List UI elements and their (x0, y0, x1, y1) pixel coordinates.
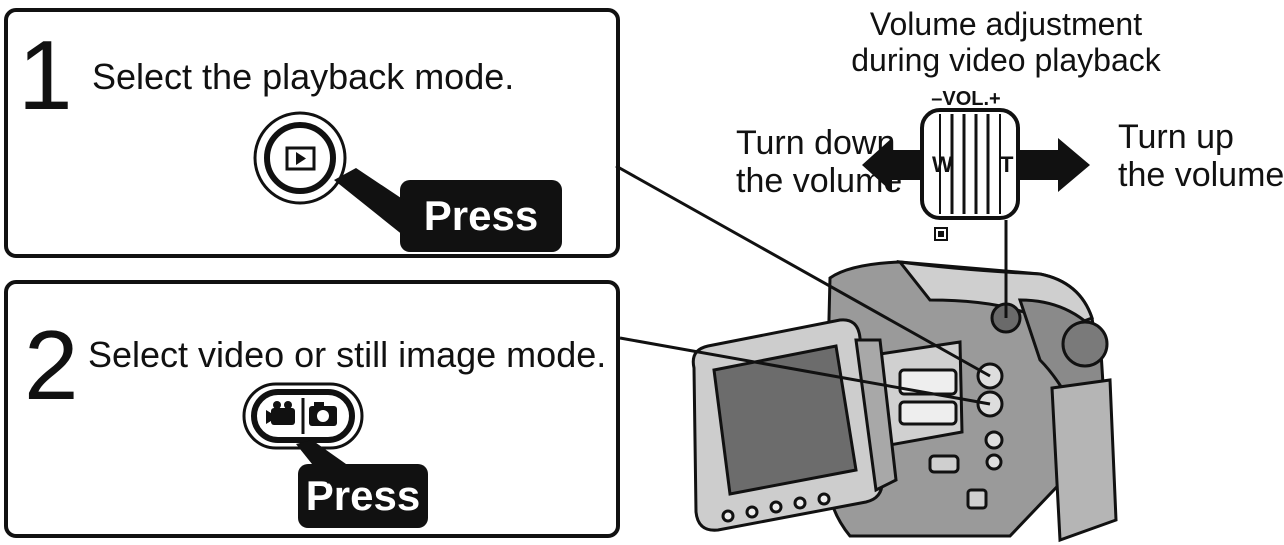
step-1-panel: 1 Select the playback mode. Press (4, 8, 620, 258)
camcorder-illustration (691, 260, 1118, 543)
step-2-press-label: Press (298, 464, 428, 528)
play-button-icon (253, 111, 347, 205)
turn-up-line-2: the volume (1118, 156, 1284, 194)
step-1-text: Select the playback mode. (92, 56, 515, 97)
arrow-right-icon (1020, 138, 1090, 192)
video-camera-icon (266, 401, 295, 425)
volume-title-line-2: during video playback (851, 42, 1161, 78)
callout-line-step-2 (619, 336, 991, 406)
callout-line-step-1 (615, 164, 991, 378)
step-2-panel: 2 Select video or still image mode. Pres… (4, 280, 620, 538)
t-label: T (1000, 152, 1014, 177)
volume-title: Volume adjustment during video playback (826, 6, 1186, 78)
volume-title-line-1: Volume adjustment (869, 6, 1143, 42)
step-2-text: Select video or still image mode. (88, 334, 607, 375)
step-1-number: 1 (18, 20, 73, 130)
step-1-press-pointer (334, 168, 404, 236)
turn-down-line-1: Turn down (736, 124, 896, 162)
step-1-press-label: Press (400, 180, 562, 252)
mode-switch-button (242, 382, 364, 450)
w-label: W (932, 152, 953, 177)
turn-up-line-1: Turn up (1118, 118, 1234, 156)
turn-up-label: Turn up the volume (1118, 118, 1284, 194)
step-2-press-pointer (296, 440, 346, 484)
still-camera-icon (309, 402, 337, 426)
arrow-left-icon (862, 138, 924, 192)
vol-label: –VOL.+ (931, 88, 1000, 110)
turn-down-label: Turn down the volume (736, 124, 902, 200)
step-2-number: 2 (24, 310, 79, 420)
zoom-volume-lever: –VOL.+ W T (920, 88, 1020, 241)
